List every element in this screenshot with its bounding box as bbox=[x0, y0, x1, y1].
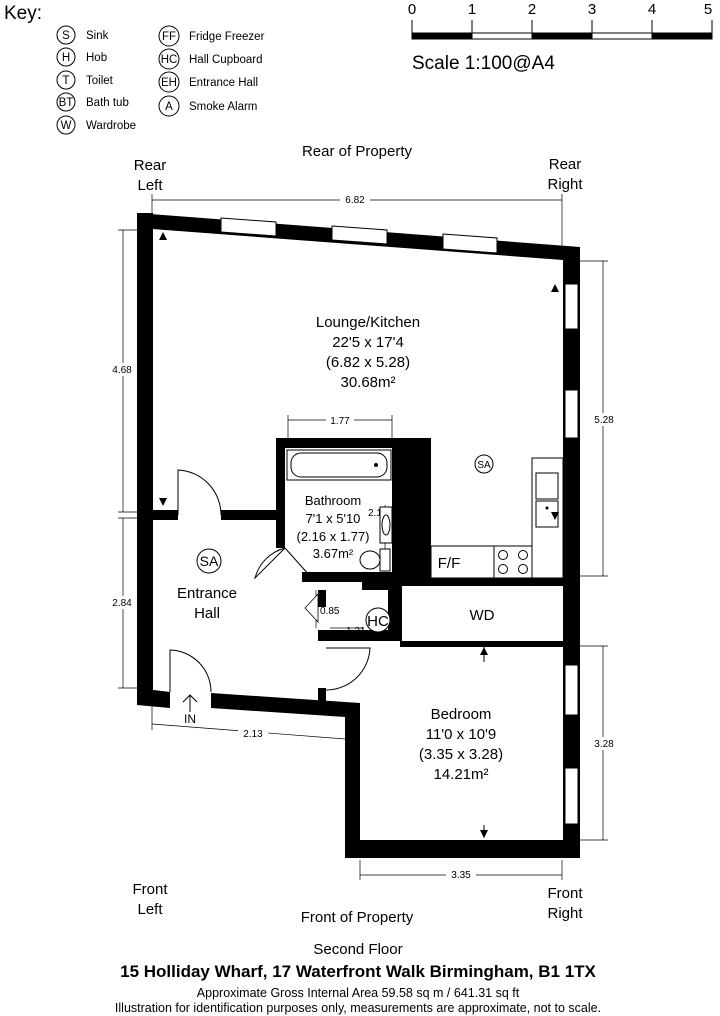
front-left-label-line2: Left bbox=[137, 901, 163, 918]
key-label-bath-tub: Bath tub bbox=[86, 97, 129, 109]
key-title: Key: bbox=[4, 3, 42, 24]
key-code-bath-tub: BT bbox=[59, 97, 74, 109]
key-code-entrance-hall: EH bbox=[161, 77, 177, 89]
room-bathroom-metric: (2.16 x 1.77) bbox=[297, 529, 370, 544]
room-bathroom-area: 3.67m² bbox=[313, 546, 354, 561]
gross-area: Approximate Gross Internal Area 59.58 sq… bbox=[197, 986, 520, 1000]
dim-bath-width: 1.77 bbox=[330, 416, 350, 427]
walls bbox=[137, 213, 580, 858]
front-right-label-line1: Front bbox=[547, 885, 583, 902]
fridge-freezer-label: F/F bbox=[438, 555, 461, 572]
dimension-lines bbox=[108, 193, 618, 881]
rear-left-label-line2: Left bbox=[137, 177, 163, 194]
bathroom-sink bbox=[379, 506, 393, 544]
svg-text:HC: HC bbox=[367, 613, 389, 630]
disclaimer: Illustration for identification purposes… bbox=[115, 1001, 601, 1015]
toilet bbox=[359, 548, 391, 572]
hall-cupboard-marker: HC bbox=[365, 607, 391, 633]
front-right-label-line2: Right bbox=[547, 905, 583, 922]
key-item-bath-tub: BT Bath tub bbox=[56, 92, 129, 112]
hob bbox=[498, 550, 528, 574]
key-item-sink: S Sink bbox=[56, 25, 109, 45]
dim-left-upper: 4.68 bbox=[112, 365, 132, 376]
entrance-in-label: IN bbox=[184, 712, 196, 726]
front-of-property-label: Front of Property bbox=[301, 909, 414, 926]
front-left-label-line1: Front bbox=[132, 881, 168, 898]
rear-right-label-line2: Right bbox=[547, 176, 583, 193]
key-label-toilet: Toilet bbox=[86, 75, 114, 87]
key-item-wardrobe: W Wardrobe bbox=[56, 115, 136, 135]
key-code-toilet: T bbox=[62, 75, 69, 87]
dim-right-lower: 3.28 bbox=[594, 739, 614, 750]
kitchen-sink bbox=[535, 472, 559, 528]
room-lounge-kitchen: Lounge/Kitchen 22'5 x 17'4 (6.82 x 5.28)… bbox=[316, 314, 420, 391]
smoke-alarm-hall: SA bbox=[196, 548, 222, 574]
key-code-hall-cupboard: HC bbox=[161, 54, 178, 66]
key-item-fridge-freezer: FF Fridge Freezer bbox=[158, 25, 265, 47]
key-label-smoke-alarm: Smoke Alarm bbox=[189, 101, 257, 113]
key-code-sink: S bbox=[62, 30, 70, 42]
room-bedroom-name: Bedroom bbox=[431, 706, 492, 723]
room-bedroom-imperial: 11'0 x 10'9 bbox=[426, 726, 497, 743]
room-lounge-metric: (6.82 x 5.28) bbox=[326, 354, 410, 371]
dim-right-upper: 5.28 bbox=[594, 415, 614, 426]
key-item-hall-cupboard: HC Hall Cupboard bbox=[158, 48, 263, 70]
rear-right-label-line1: Rear bbox=[549, 156, 582, 173]
dim-left-lower: 2.84 bbox=[112, 598, 132, 609]
dim-hc-depth: 0.85 bbox=[320, 606, 340, 617]
smoke-alarm-lounge: SA bbox=[474, 454, 494, 474]
key-label-hall-cupboard: Hall Cupboard bbox=[189, 54, 263, 66]
dim-top-width: 6.82 bbox=[345, 195, 365, 206]
room-lounge-name: Lounge/Kitchen bbox=[316, 314, 420, 331]
room-entrance-line2: Hall bbox=[194, 605, 220, 622]
key-item-smoke-alarm: A Smoke Alarm bbox=[158, 95, 257, 117]
entrance-arrow-icon bbox=[182, 694, 198, 712]
dim-entrance-width: 2.13 bbox=[243, 729, 263, 740]
room-bathroom-imperial: 7'1 x 5'10 bbox=[306, 511, 361, 526]
key-code-fridge-freezer: FF bbox=[162, 31, 176, 43]
key-label-entrance-hall: Entrance Hall bbox=[189, 77, 258, 89]
scale-tick-4: 4 bbox=[648, 1, 656, 18]
key-code-smoke-alarm: A bbox=[165, 101, 173, 113]
room-bathroom: Bathroom 7'1 x 5'10 (2.16 x 1.77) 3.67m² bbox=[297, 493, 370, 561]
scale-tick-1: 1 bbox=[468, 1, 476, 18]
key-label-wardrobe: Wardrobe bbox=[86, 120, 136, 132]
key-label-fridge-freezer: Fridge Freezer bbox=[189, 31, 265, 43]
scale-tick-2: 2 bbox=[528, 1, 536, 18]
scale-tick-3: 3 bbox=[588, 1, 596, 18]
room-entrance-hall: Entrance Hall bbox=[177, 585, 237, 622]
doors bbox=[169, 469, 371, 693]
scale-label: Scale 1:100@A4 bbox=[412, 53, 555, 74]
room-bedroom-metric: (3.35 x 3.28) bbox=[419, 746, 503, 763]
key-code-hob: H bbox=[62, 52, 70, 64]
wardrobe-label: WD bbox=[470, 607, 495, 624]
address: 15 Holliday Wharf, 17 Waterfront Walk Bi… bbox=[120, 962, 596, 981]
floor-label: Second Floor bbox=[313, 941, 402, 958]
key-label-hob: Hob bbox=[86, 52, 107, 64]
bath-tub bbox=[286, 449, 392, 481]
key-item-hob: H Hob bbox=[56, 47, 107, 67]
rear-of-property-label: Rear of Property bbox=[302, 143, 413, 160]
key-label-sink: Sink bbox=[86, 30, 109, 42]
room-lounge-imperial: 22'5 x 17'4 bbox=[332, 334, 404, 351]
rear-left-label-line1: Rear bbox=[134, 157, 167, 174]
dimension-arrows bbox=[159, 232, 559, 838]
room-entrance-line1: Entrance bbox=[177, 585, 237, 602]
room-bedroom-area: 14.21m² bbox=[433, 766, 488, 783]
scale-tick-5: 5 bbox=[704, 1, 712, 18]
svg-text:SA: SA bbox=[200, 553, 219, 569]
key-code-wardrobe: W bbox=[61, 120, 72, 132]
dim-bedroom-width: 3.35 bbox=[451, 870, 471, 881]
room-bedroom: Bedroom 11'0 x 10'9 (3.35 x 3.28) 14.21m… bbox=[419, 706, 503, 783]
key-item-entrance-hall: EH Entrance Hall bbox=[158, 71, 258, 93]
scale-tick-0: 0 bbox=[408, 1, 416, 18]
svg-text:SA: SA bbox=[477, 460, 491, 471]
key-item-toilet: T Toilet bbox=[56, 70, 114, 90]
dim-bath-depth: 2.16 bbox=[368, 508, 388, 519]
scale-bar: 0 1 2 3 4 5 Scale 1:100@A4 bbox=[408, 1, 713, 74]
room-lounge-area: 30.68m² bbox=[340, 374, 395, 391]
room-bathroom-name: Bathroom bbox=[305, 493, 361, 508]
